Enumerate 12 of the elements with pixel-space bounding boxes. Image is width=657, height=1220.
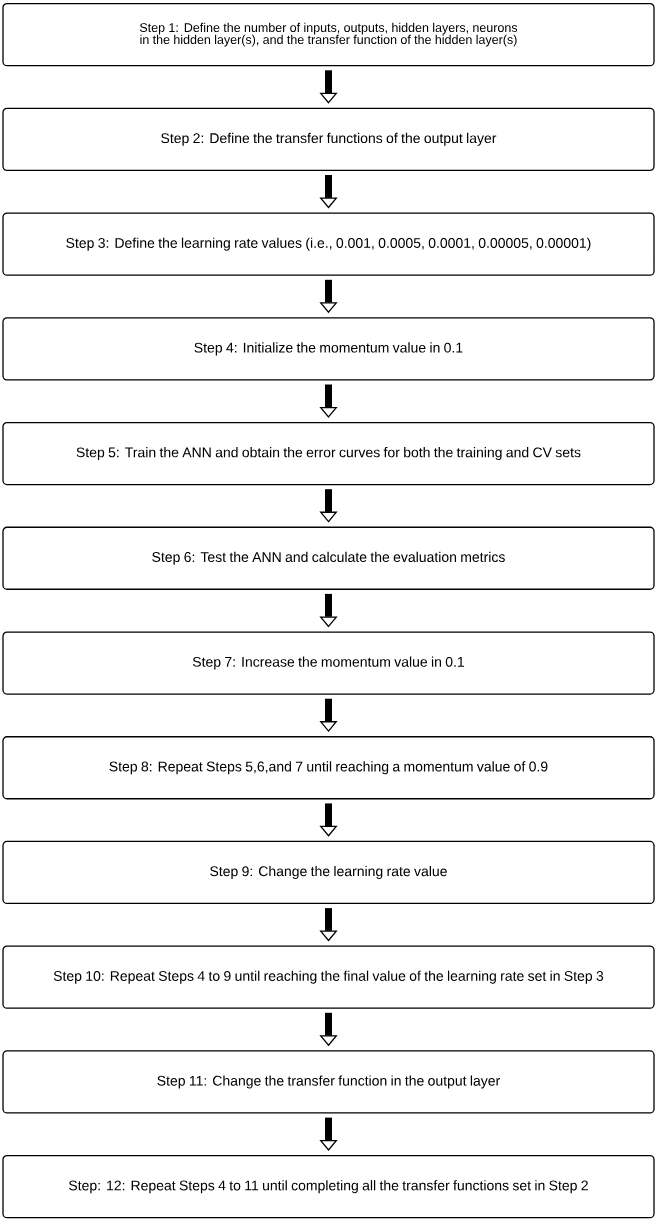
step-box: Step 7: Increase the momentum value in 0.1 [2,631,655,695]
step-box: Step 2: Define the transfer functions of the output layer [2,107,655,171]
step-box: Step 8: Repeat Steps 5,6,and 7 until reaching a momentum value of 0.9 [2,736,655,800]
step-box: Step 11: Change the transfer function in the output layer [2,1050,655,1114]
step-box: Step 9: Change the learning rate value [2,840,655,905]
step-box: Step 1: Define the number of inputs, outputs, hidden layers, neurons in the hidden layer(s), and the transfer function of the hidden layer(s) [2,3,655,67]
step-box: Step 10: Repeat Steps 4 to 9 until reaching the final value of the learning rate set in Step 3 [2,945,655,1009]
step-box: Step 4: Initialize the momentum value in 0.1 [2,317,655,381]
step-box: Step 3: Define the learning rate values (i.e., 0.001, 0.0005, 0.0001, 0.00005, 0.00001) [2,212,655,276]
step-box: Step: 12: Repeat Steps 4 to 11 until completing all the transfer functions set in Step 2 [2,1155,655,1219]
step-box: Step 5: Train the ANN and obtain the error curves for both the training and CV sets [2,421,655,486]
step-box: Step 6: Test the ANN and calculate the evaluation metrics [2,526,655,590]
